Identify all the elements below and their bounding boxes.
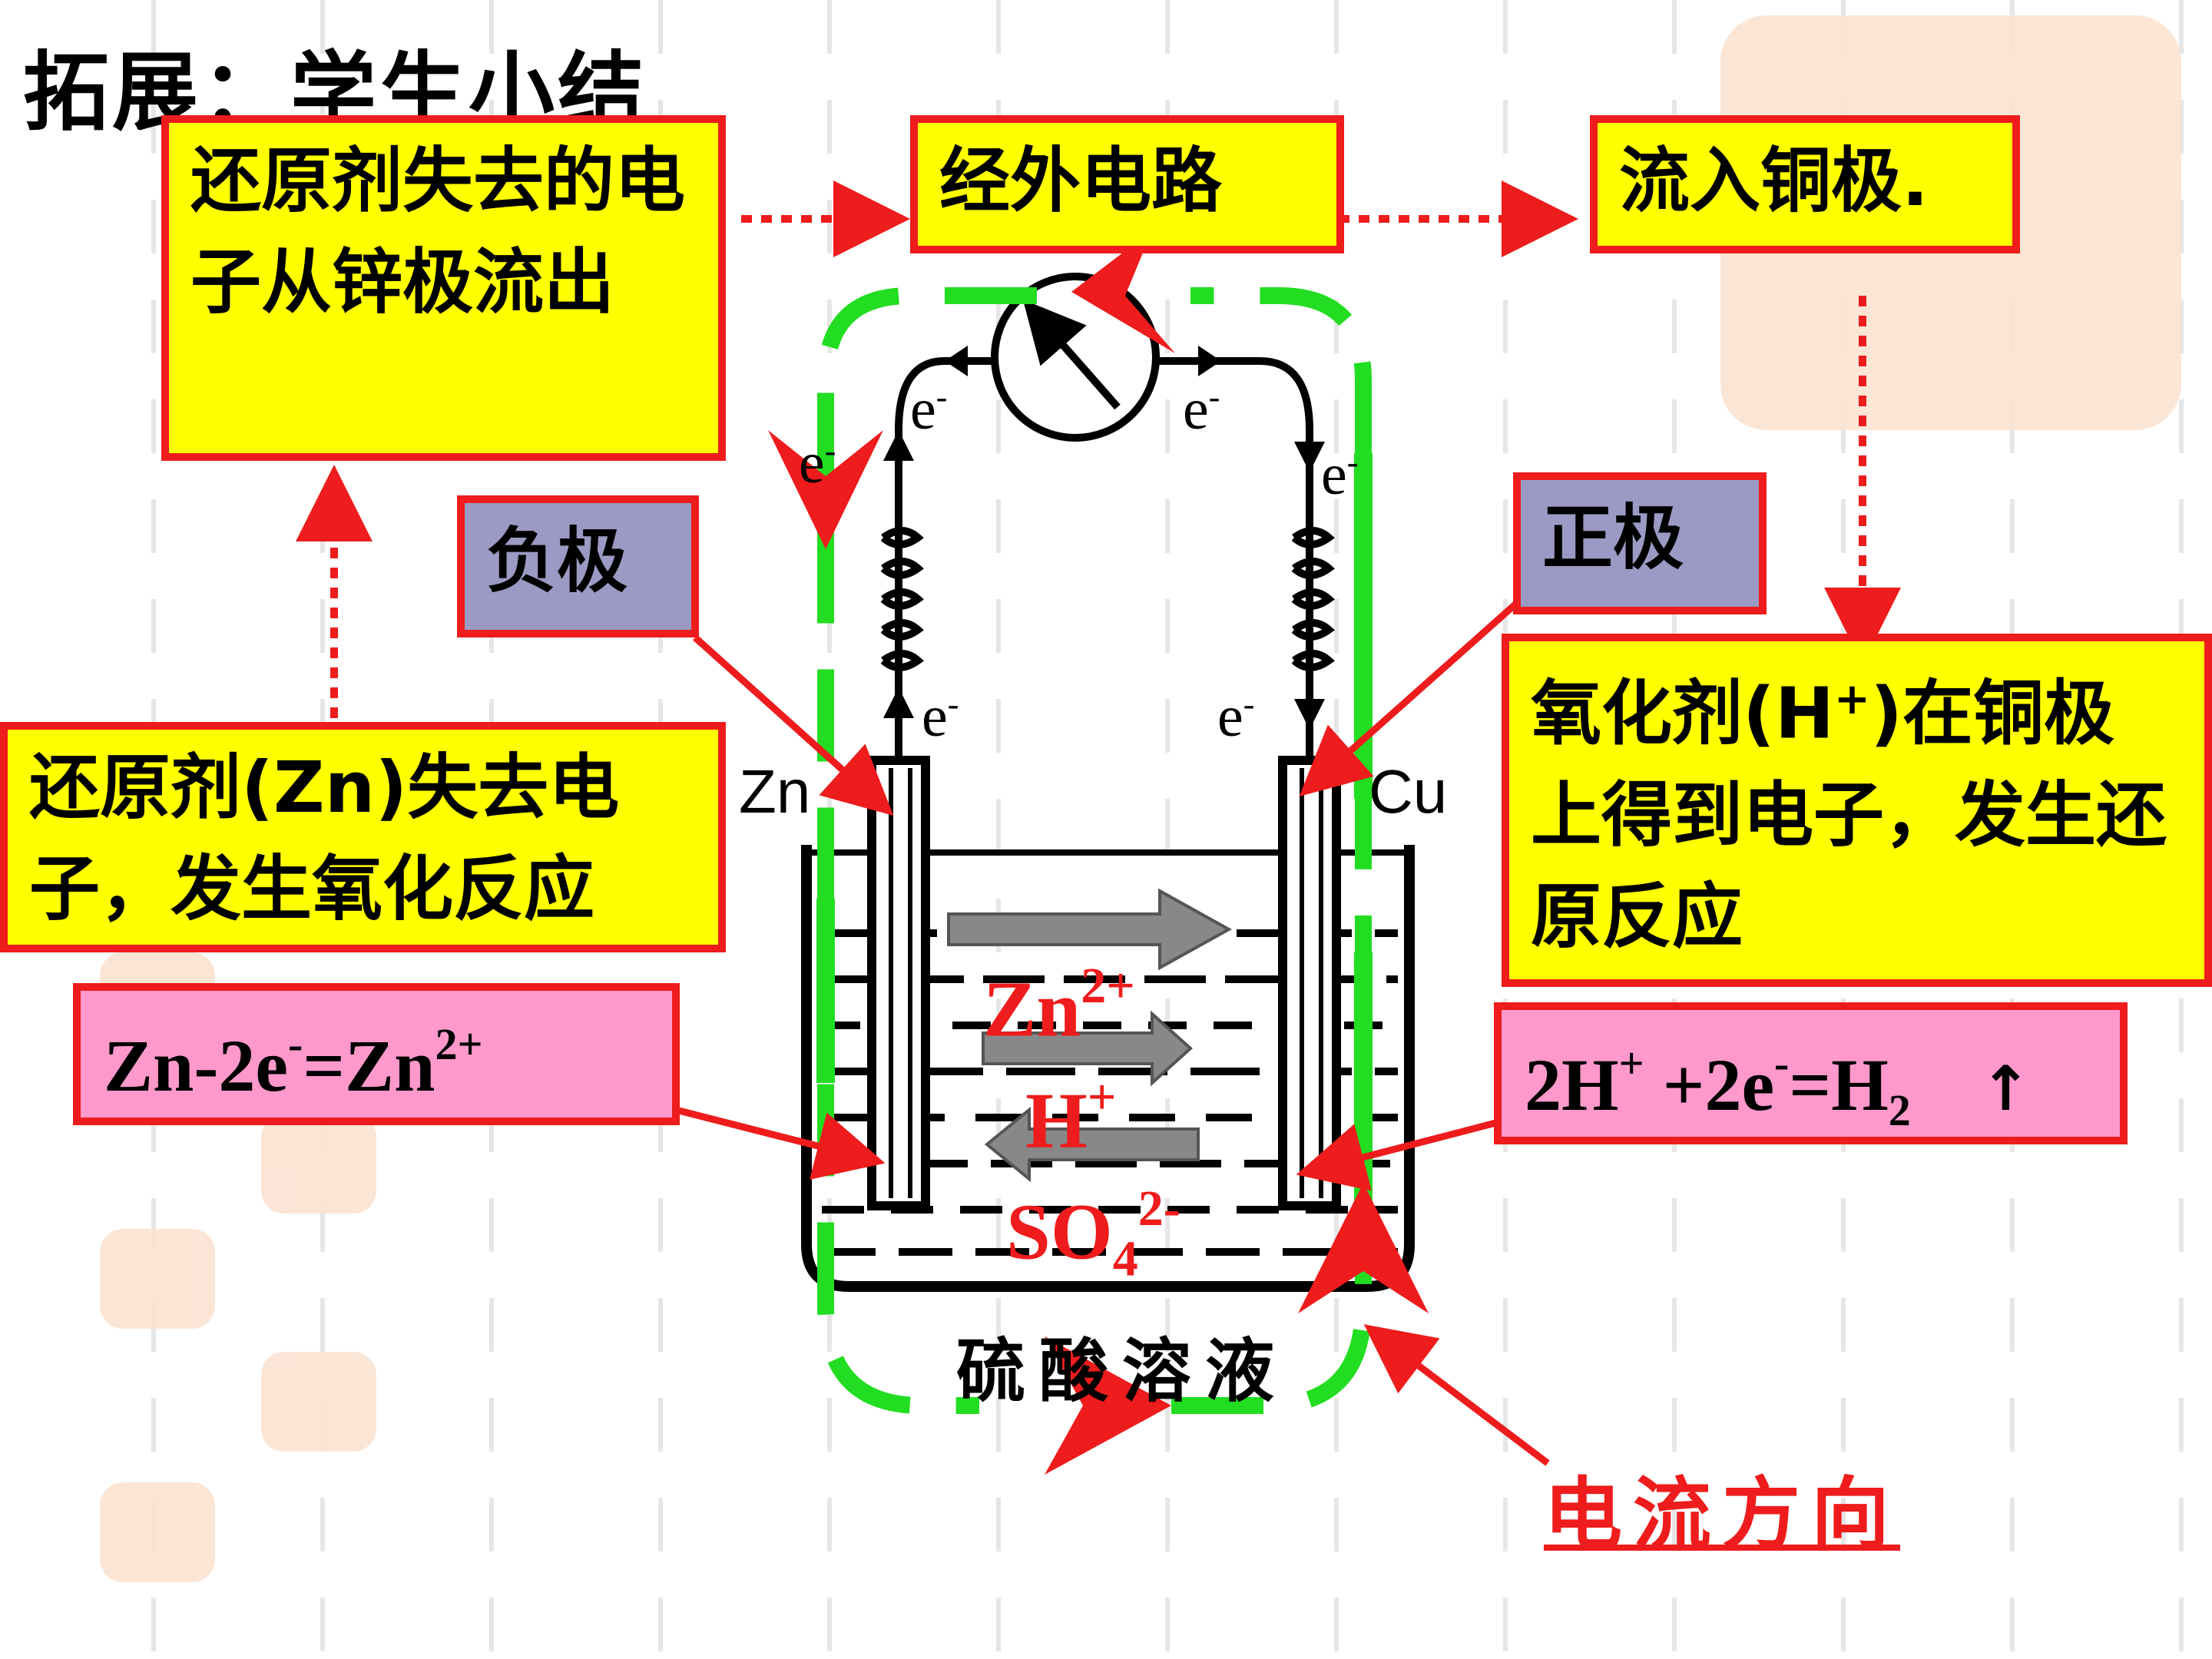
- cathode-eq-part: =H: [1789, 1044, 1889, 1126]
- zn-oxidation-box: 还原剂(Zn)失去电子，发生氧化反应: [0, 722, 726, 952]
- copper-electrode: [1278, 756, 1341, 1210]
- anode-eq-sup: -: [288, 1019, 303, 1069]
- cathode-eq-part: +2e: [1644, 1044, 1775, 1126]
- negative-pole-box: 负极: [457, 495, 699, 637]
- current-loop: [817, 287, 1372, 1414]
- gas-up-arrow-icon: ↑: [1979, 1053, 2032, 1124]
- cathode-eq-sub: 2: [1888, 1085, 1911, 1136]
- anode-equation-box: Zn-2e-=Zn2+: [73, 983, 680, 1125]
- positive-pole-box: 正极: [1513, 472, 1767, 614]
- reducer-loses-electrons-text: 还原剂失去的电子从锌极流出: [190, 140, 686, 323]
- electron-label: e-: [922, 684, 959, 749]
- copper-label: Cu: [1369, 757, 1448, 826]
- electron-label: e-: [1321, 442, 1359, 507]
- negative-pole-text: 负极: [486, 520, 628, 602]
- oxidant-text-sup: +: [1834, 674, 1870, 724]
- oxidant-text-prefix: 氧化剂(H: [1531, 672, 1835, 755]
- cathode-eq-part: 2H: [1525, 1044, 1619, 1126]
- oxidant-text-suffix: )在铜极上得到电子，发生还原反应: [1531, 672, 2167, 958]
- external-circuit-box: 经外电路: [910, 115, 1344, 253]
- ion-migration-arrows: [947, 888, 1233, 1183]
- anode-eq-part: Zn-2e: [104, 1025, 288, 1107]
- cathode-eq-sup: +: [1618, 1038, 1644, 1088]
- pointer-lines: [674, 600, 1550, 1466]
- anode-eq-part: =Zn: [303, 1025, 435, 1107]
- electron-label: e-: [1183, 377, 1220, 442]
- zinc-ion-label: Zn2+: [983, 958, 1135, 1054]
- zn-oxidation-text: 还原剂(Zn)失去电子，发生氧化反应: [29, 747, 620, 930]
- current-direction-label: 电流方向: [1544, 1469, 1900, 1561]
- electron-flow-arrows: [883, 346, 1325, 730]
- cathode-equation-box: 2H+ +2e-=H2 ↑: [1494, 1002, 2128, 1144]
- external-circuit-text: 经外电路: [939, 140, 1223, 222]
- cathode-eq-sup: -: [1774, 1038, 1790, 1088]
- hydrogen-ion-label: H+: [1025, 1069, 1117, 1165]
- oxidant-box: 氧化剂(H+)在铜极上得到电子，发生还原反应: [1502, 634, 2212, 987]
- electron-label: e-: [799, 431, 836, 495]
- wires: [895, 357, 1313, 760]
- zinc-label: Zn: [739, 757, 811, 826]
- current-arrowheads: [768, 230, 1429, 1475]
- flows-to-copper-text: 流入铜极.: [1619, 140, 1929, 222]
- sulfuric-acid-label: 硫酸溶液: [956, 1331, 1288, 1412]
- anode-eq-sup: 2+: [435, 1019, 483, 1069]
- electron-label: e-: [910, 377, 948, 442]
- flows-to-copper-box: 流入铜极.: [1590, 115, 2020, 253]
- positive-pole-text: 正极: [1542, 497, 1684, 579]
- electron-label: e-: [1217, 684, 1255, 749]
- reducer-loses-electrons-box: 还原剂失去的电子从锌极流出: [161, 115, 726, 461]
- zinc-electrode: [867, 756, 930, 1210]
- wire-coils: [880, 527, 1335, 671]
- sulfate-ion-label: SO42-: [1006, 1181, 1181, 1287]
